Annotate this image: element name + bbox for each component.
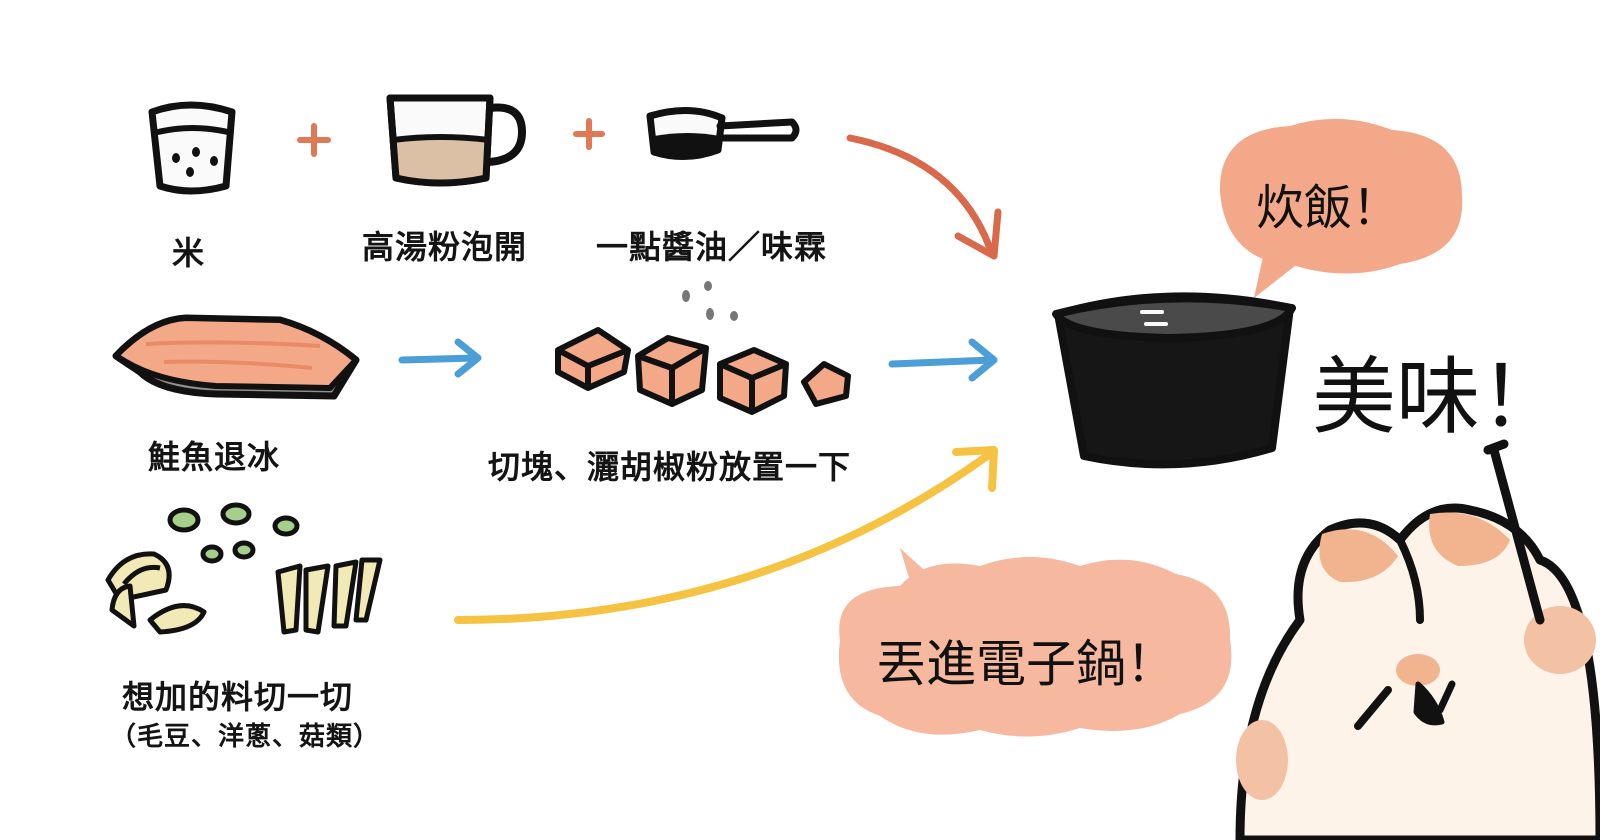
rice-cooker-pot-icon [1052, 292, 1296, 469]
arrow-right-icon [888, 338, 998, 382]
speech-bubble-throw-in [838, 548, 1232, 737]
arrow-to-pot [846, 134, 1002, 260]
vegetables-icon [105, 502, 383, 635]
rice-cup-icon [148, 101, 236, 195]
salmon-thaw-label: 鮭魚退冰 [148, 438, 281, 476]
speech-bubble-cook [1219, 118, 1463, 298]
broth-label: 高湯粉泡開 [362, 228, 528, 266]
arrow-right-icon [398, 338, 482, 378]
delicious-exclaim: 美味！ [1312, 348, 1565, 446]
rabbit-icon [1235, 439, 1600, 840]
soy-mirin-label: 一點醬油／味霖 [596, 228, 828, 266]
salmon-cubes-icon [555, 327, 851, 415]
salmon-fillet-icon [112, 314, 360, 400]
measuring-spoon-icon [646, 106, 800, 161]
plus-icon [573, 118, 605, 150]
broth-mug-icon [386, 94, 527, 187]
arrow-to-pot [454, 446, 998, 624]
extras-note: （毛豆、洋蔥、菇類） [110, 722, 381, 752]
pepper-sprinkle [682, 281, 738, 321]
plus-icon [297, 123, 331, 157]
cut-season-label: 切塊、灑胡椒粉放置一下 [488, 448, 852, 486]
cook-bubble-text: 炊飯！ [1256, 180, 1401, 236]
rice-label: 米 [172, 234, 206, 272]
extras-label: 想加的料切一切 [122, 678, 354, 716]
throw-in-bubble-text: 丟進電子鍋！ [876, 635, 1176, 693]
